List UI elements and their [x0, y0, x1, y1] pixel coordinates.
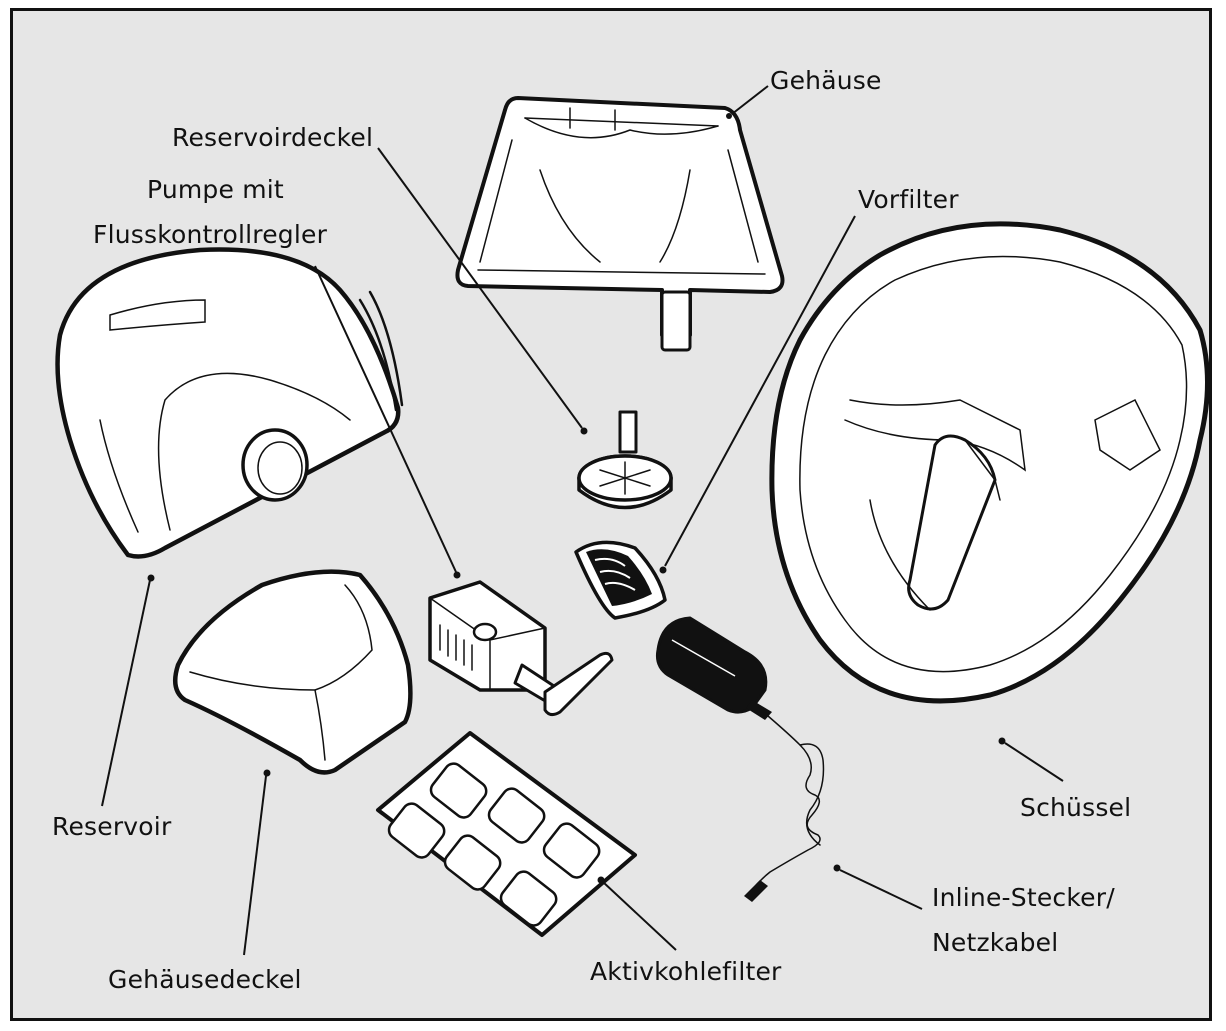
power-adapter-part: [656, 616, 825, 902]
housing-part: [455, 96, 785, 352]
carbon-filter-part: [376, 731, 637, 937]
label-schuessel: Schüssel: [1020, 793, 1132, 822]
label-gehaeusedeckel: Gehäusedeckel: [108, 965, 302, 994]
label-reservoirdeckel: Reservoirdeckel: [172, 123, 374, 152]
label-pumpe-line2: Flusskontrollregler: [93, 220, 328, 249]
pre-filter-part: [574, 540, 667, 620]
reservoir-part: [55, 247, 404, 559]
bowl-part: [769, 221, 1210, 704]
label-pumpe-line1: Pumpe mit: [147, 175, 284, 204]
reservoir-cap-part: [577, 410, 673, 510]
label-reservoir: Reservoir: [52, 812, 172, 841]
leader-lines: [101, 85, 1064, 956]
label-inline-line1: Inline-Stecker/: [932, 883, 1115, 912]
label-aktivkohlefilter: Aktivkohlefilter: [590, 957, 782, 986]
pump-part: [428, 580, 614, 717]
housing-lid-part: [172, 569, 413, 775]
label-inline-line2: Netzkabel: [932, 928, 1059, 957]
label-vorfilter: Vorfilter: [858, 185, 959, 214]
label-gehaeuse: Gehäuse: [770, 66, 882, 95]
